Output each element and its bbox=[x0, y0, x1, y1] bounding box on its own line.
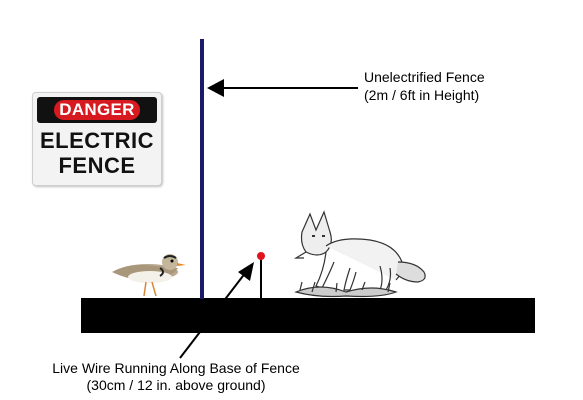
live-wire-post bbox=[260, 258, 262, 298]
danger-header: DANGER bbox=[54, 100, 140, 120]
wire-label-line-2: (30cm / 12 in. above ground) bbox=[86, 377, 266, 393]
danger-sign: DANGER ELECTRIC FENCE bbox=[32, 92, 162, 186]
live-wire-dot bbox=[257, 252, 265, 260]
sign-line-1: ELECTRIC bbox=[40, 128, 154, 153]
danger-header-bar: DANGER bbox=[37, 97, 157, 123]
fox-icon bbox=[293, 210, 426, 298]
wire-label-line-1: Live Wire Running Along Base of Fence bbox=[52, 360, 300, 376]
ground-bar bbox=[81, 298, 535, 333]
wire-arrow-icon bbox=[179, 262, 254, 359]
sign-line-2: FENCE bbox=[58, 153, 136, 178]
bird-icon bbox=[112, 254, 186, 297]
fence-label-line-2: (2m / 6ft in Height) bbox=[364, 87, 480, 103]
fence-label-line-1: Unelectrified Fence bbox=[364, 69, 485, 85]
fence-post bbox=[200, 39, 204, 299]
fence-arrow-icon bbox=[207, 79, 358, 97]
